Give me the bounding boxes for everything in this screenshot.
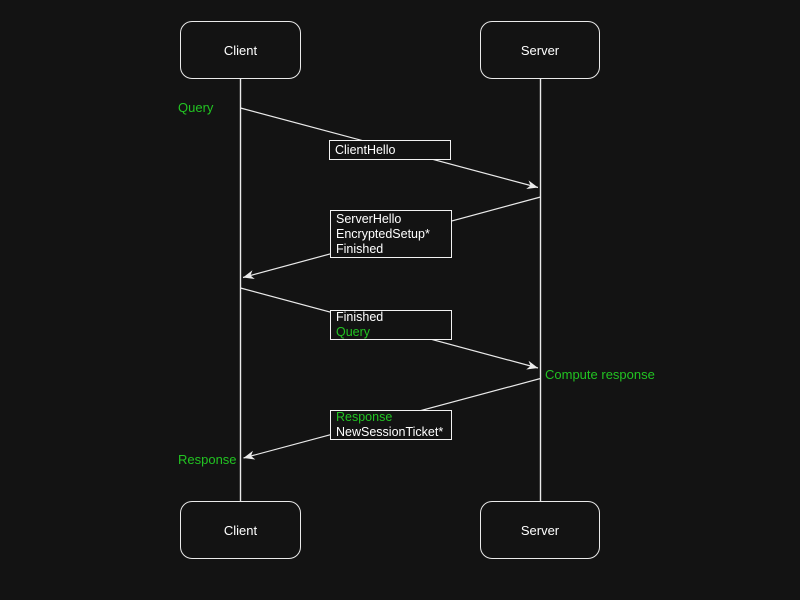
message-line: Finished [336, 241, 384, 256]
actor-label-server-top: Server [520, 42, 560, 58]
message-line: Query [336, 325, 371, 339]
actor-label-client-top: Client [223, 42, 258, 58]
message-box-serverhello: ServerHello EncryptedSetup* Finished [330, 210, 452, 258]
message-box-clienthello: ClientHello [329, 140, 451, 160]
actor-box-server-top: Server [480, 21, 600, 79]
message-box-finished-query: Finished Query [330, 310, 452, 340]
actor-box-client-top: Client [180, 21, 301, 79]
message-line: EncryptedSetup* [336, 226, 430, 241]
note-response: Response [178, 452, 237, 467]
message-line: NewSessionTicket* [336, 425, 444, 439]
message-box-response-ticket: Response NewSessionTicket* [330, 410, 452, 440]
actor-label-server-bottom: Server [520, 522, 560, 538]
note-compute-response: Compute response [545, 367, 655, 382]
message-line: Response [336, 410, 393, 424]
actor-box-client-bottom: Client [180, 501, 301, 559]
message-line: Finished [336, 310, 384, 324]
message-line: ServerHello [336, 211, 402, 226]
actor-box-server-bottom: Server [480, 501, 600, 559]
note-query: Query [178, 100, 214, 115]
message-line: ClientHello [335, 142, 396, 157]
actor-label-client-bottom: Client [223, 522, 258, 538]
